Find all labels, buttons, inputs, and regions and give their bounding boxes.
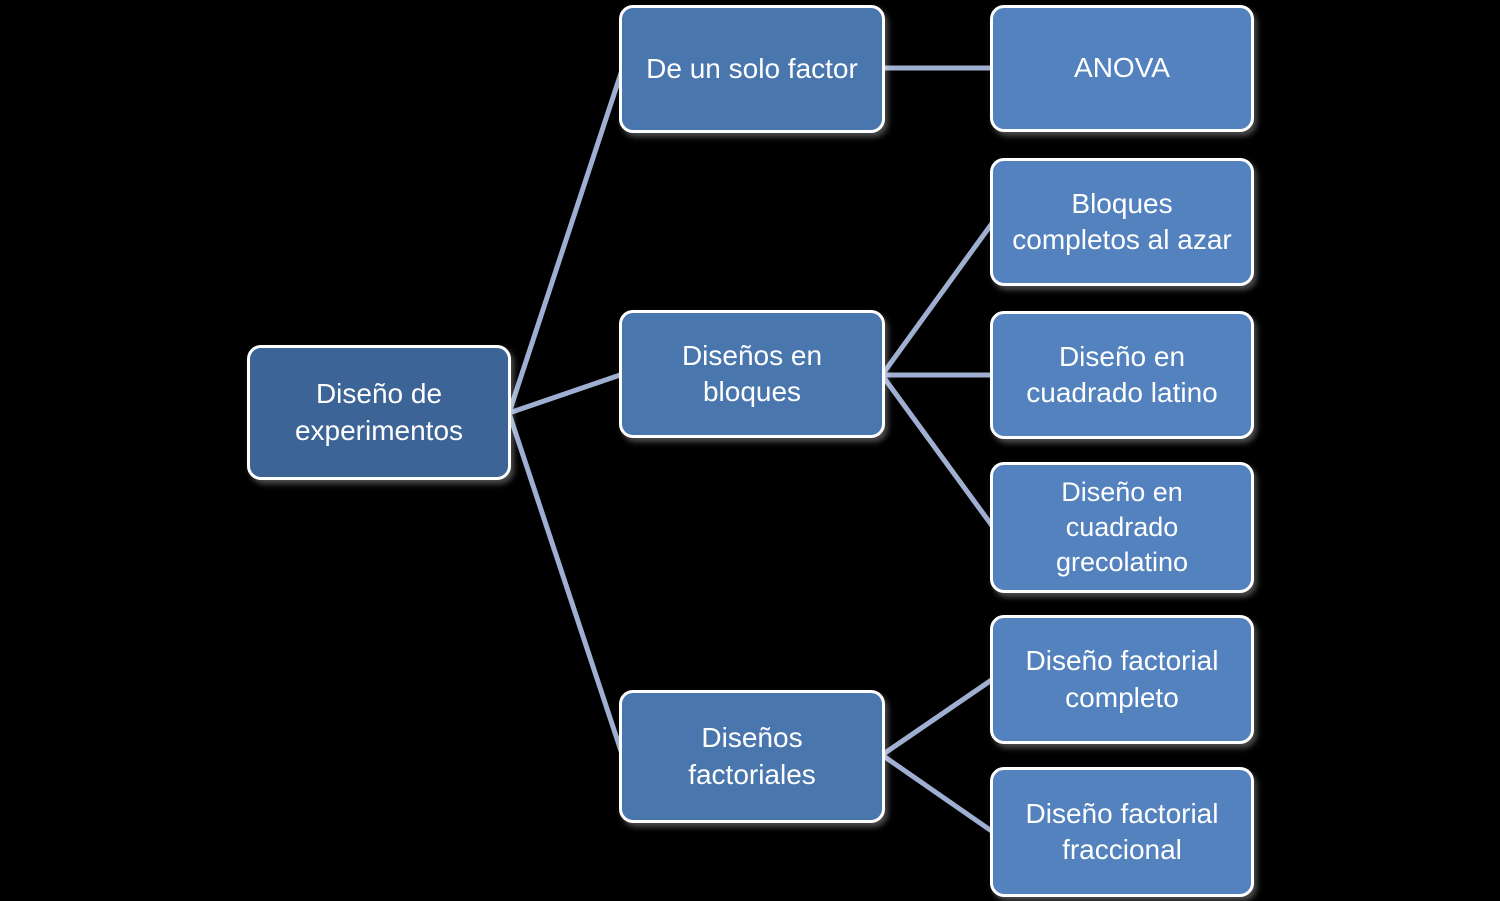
node-factorial-fraccional-label: Diseño factorial fraccional [1025,797,1219,865]
node-factorial-fraccional: Diseño factorial fraccional [990,767,1254,897]
node-cuadrado-grecolatino: Diseño en cuadrado grecolatino [990,462,1254,593]
node-root-label: Diseño de experimentos [294,378,464,446]
connector-root-bloques [508,371,624,416]
node-cuadrado-grecolatino-label: Diseño en cuadrado grecolatino [1055,476,1189,578]
node-factoriales-label: Diseños factoriales [688,722,816,790]
node-bloques-azar: Bloques completos al azar [990,158,1254,286]
node-solo-factor-label: De un solo factor [646,52,858,84]
connector-root-solo-factor [506,66,626,414]
node-anova: ANOVA [990,5,1254,132]
node-factorial-completo-label: Diseño factorial completo [1025,645,1219,713]
node-cuadrado-latino: Diseño en cuadrado latino [990,311,1254,439]
node-cuadrado-latino-label: Diseño en cuadrado latino [1026,340,1218,408]
connector-factoriales-factorial-fraccional [880,752,995,835]
node-bloques-label: Diseños en bloques [681,339,823,407]
node-factoriales: Diseños factoriales [619,690,885,823]
node-factorial-completo: Diseño factorial completo [990,615,1254,744]
node-root: Diseño de experimentos [247,345,511,480]
connector-root-factoriales [506,412,626,758]
connector-factoriales-factorial-completo [880,676,995,758]
node-bloques: Diseños en bloques [619,310,885,438]
node-solo-factor: De un solo factor [619,5,885,133]
connector-bloques-bloques-azar [879,220,996,377]
connector-bloques-cuadrado-grecolatino [879,373,996,529]
node-anova-label: ANOVA [1074,52,1170,84]
node-bloques-azar-label: Bloques completos al azar [1012,187,1232,255]
